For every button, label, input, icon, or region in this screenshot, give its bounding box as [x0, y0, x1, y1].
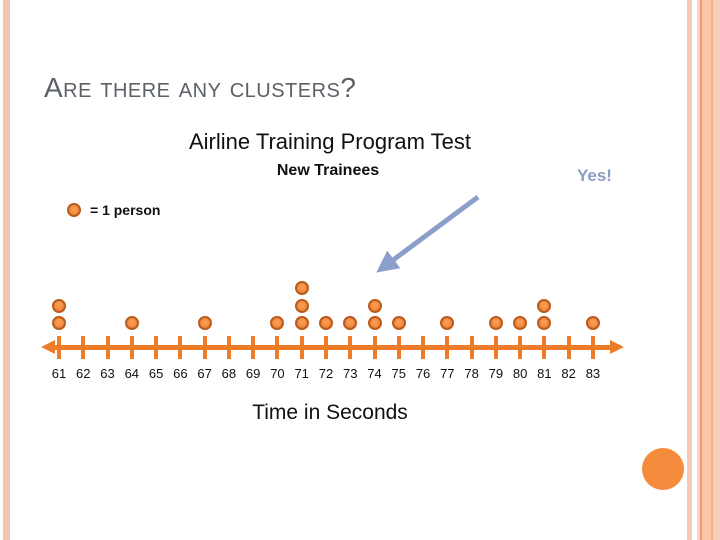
data-dot: [52, 316, 66, 330]
right-accent-stripe: [687, 0, 692, 540]
tick-mark: [323, 336, 328, 359]
tick-mark: [202, 336, 207, 359]
data-dot: [488, 316, 503, 330]
tick-label: 76: [415, 366, 431, 381]
tick-label: 78: [464, 366, 479, 381]
data-dot: [294, 281, 309, 295]
tick-mark: [445, 336, 450, 359]
person-dot-icon: [67, 203, 81, 217]
tick-label: 68: [221, 366, 237, 381]
tick-label: 83: [585, 366, 601, 381]
tick-mark: [518, 336, 523, 359]
tick-label: 69: [245, 366, 261, 381]
tick-label: 75: [391, 366, 406, 381]
tick-mark: [348, 336, 353, 359]
decor-circle: [642, 448, 684, 490]
right-accent-stripe: [713, 0, 720, 540]
tick-label: 70: [270, 366, 285, 381]
tick-label: 82: [561, 366, 576, 381]
tick-mark: [299, 336, 304, 359]
data-dot: [513, 316, 528, 330]
x-axis-label: Time in Seconds: [252, 401, 408, 424]
data-dot: [318, 316, 333, 330]
tick-mark: [493, 336, 498, 359]
data-dot: [537, 316, 552, 330]
data-dot: [367, 298, 382, 313]
tick-label: 71: [294, 366, 309, 381]
tick-mark: [590, 336, 595, 359]
tick-label: 74: [367, 366, 382, 381]
chart-title: Airline Training Program Test: [188, 129, 472, 154]
tick-mark: [226, 336, 231, 359]
data-dot: [367, 316, 382, 330]
tick-label: 81: [537, 366, 552, 381]
right-accent-stripe: [702, 0, 711, 540]
data-dot: [270, 316, 285, 330]
data-dot: [124, 316, 139, 330]
tick-label: 61: [51, 366, 67, 381]
tick-label: 67: [197, 366, 212, 381]
yes-annotation: Yes!: [577, 166, 612, 185]
right-accent-stripe: [700, 0, 702, 540]
tick-label: 66: [173, 366, 188, 381]
data-dot: [294, 316, 309, 330]
data-dot: [440, 316, 455, 330]
tick-mark: [542, 336, 547, 359]
data-dot: [391, 316, 406, 330]
tick-label: 62: [76, 366, 91, 381]
tick-mark: [396, 336, 401, 359]
slide-title: Are there any clusters?: [44, 72, 357, 103]
data-dot: [537, 298, 552, 313]
number-line-left-arrow-icon: [41, 340, 55, 354]
tick-mark: [421, 336, 426, 359]
tick-label: 65: [148, 366, 164, 381]
tick-label: 77: [440, 366, 455, 381]
tick-label: 63: [100, 366, 115, 381]
number-line: [48, 345, 612, 350]
tick-label: 80: [512, 366, 528, 381]
left-accent-stripe: [3, 0, 10, 540]
tick-mark: [129, 336, 134, 359]
tick-mark: [178, 336, 183, 359]
tick-label: 64: [124, 366, 140, 381]
tick-mark: [81, 336, 86, 359]
tick-label: 72: [318, 366, 334, 381]
legend-label: = 1 person: [90, 202, 161, 218]
tick-mark: [566, 336, 571, 359]
right-accent-stripe: [697, 0, 700, 540]
tick-mark: [275, 336, 280, 359]
data-dot: [343, 316, 358, 330]
tick-mark: [469, 336, 474, 359]
data-dot: [197, 316, 212, 330]
tick-mark: [57, 336, 61, 359]
data-dot: [294, 298, 309, 313]
right-accent-stripe: [711, 0, 713, 540]
number-line-right-arrow-icon: [610, 340, 624, 354]
chart-subtitle: New Trainees: [276, 162, 380, 179]
tick-mark: [372, 336, 377, 359]
data-dot: [52, 298, 66, 313]
tick-mark: [251, 336, 256, 359]
tick-mark: [154, 336, 159, 359]
tick-label: 79: [488, 366, 504, 381]
tick-label: 73: [343, 366, 358, 381]
tick-mark: [105, 336, 110, 359]
data-dot: [585, 316, 600, 330]
